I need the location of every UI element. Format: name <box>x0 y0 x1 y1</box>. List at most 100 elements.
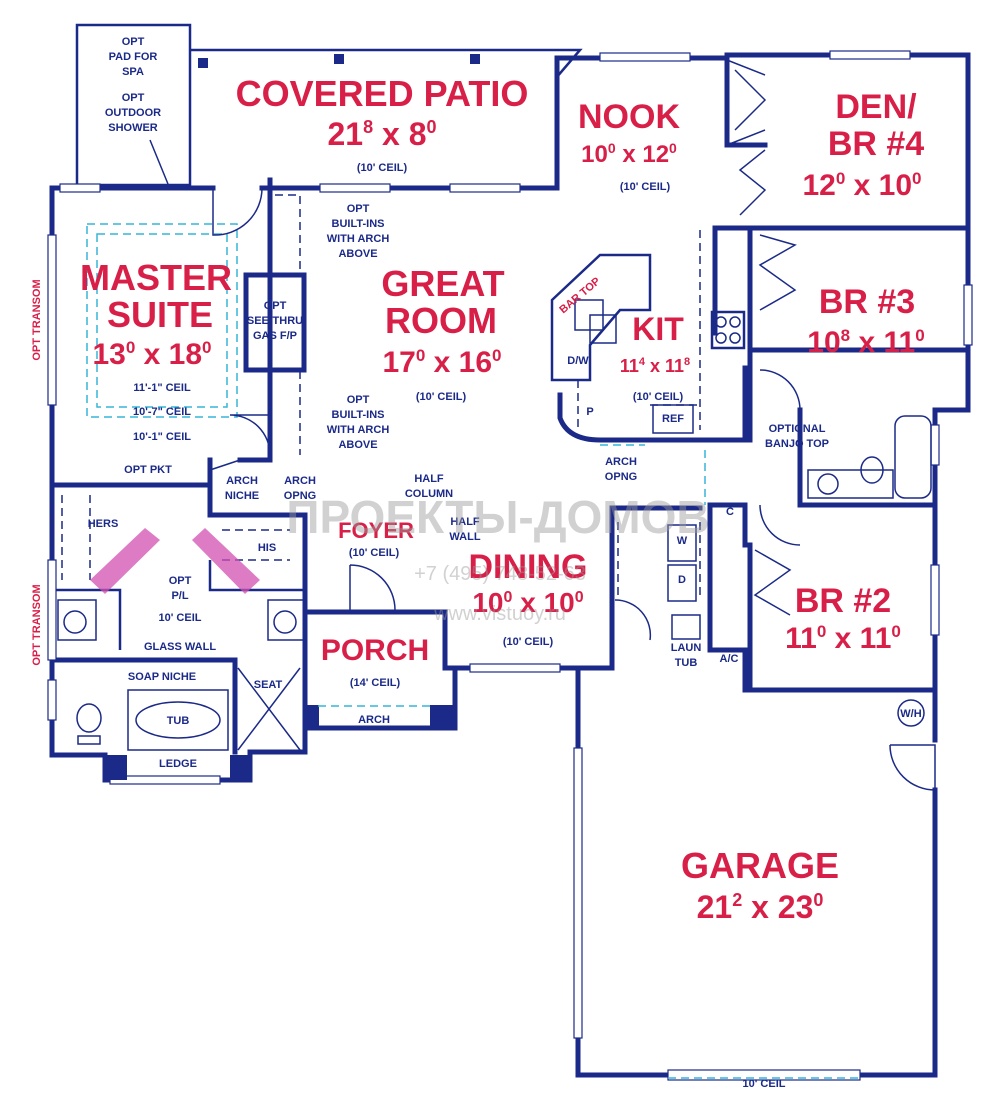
window <box>599 52 691 62</box>
master-ceil-line: 10'-7" CEIL <box>133 406 191 418</box>
nook-dims: 100 x 120 <box>581 140 677 168</box>
builtin-note: WITH ARCH <box>327 233 390 245</box>
bath-partitions <box>55 560 305 650</box>
den-title: DEN/ <box>835 88 917 126</box>
master-title-2: SUITE <box>107 294 213 335</box>
kitchen-dims: 114 x 118 <box>620 356 690 376</box>
pantry-label: P <box>586 406 593 418</box>
br2-dims: 110 x 110 <box>785 622 901 655</box>
garage-door <box>667 1069 861 1081</box>
arch-niche-note: NICHE <box>225 490 259 502</box>
dishwasher-label: D/W <box>567 355 589 367</box>
porch-title: PORCH <box>321 634 429 667</box>
window <box>829 50 911 60</box>
fireplace-note: OPT <box>264 300 287 312</box>
transom-note: OPT TRANSOM <box>31 279 43 360</box>
arch-opening-note: OPNG <box>284 490 316 502</box>
great-room-ceil: (10' CEIL) <box>416 391 467 403</box>
glass-wall-note: GLASS WALL <box>144 641 216 653</box>
window <box>469 663 561 673</box>
covered-patio-dims: 218 x 80 <box>328 116 437 152</box>
garage-dims: 212 x 230 <box>697 889 824 925</box>
foyer-ceil: (10' CEIL) <box>349 547 400 559</box>
bar-top-note: BAR TOP <box>557 275 602 316</box>
builtin-note: BUILT-INS <box>332 409 385 421</box>
br2-title: BR #2 <box>795 582 891 620</box>
master-title: MASTER <box>80 257 232 298</box>
nook-den-wall <box>724 55 768 148</box>
watermark-title: ПРОЕКТЫ-ДОМОВ <box>286 491 709 543</box>
watermark-phone: +7 (495) 748-52-63 <box>414 563 586 585</box>
watermark-url: www.vistuoy.ru <box>433 603 566 625</box>
closet-walls <box>49 482 308 518</box>
seat-note: SEAT <box>254 679 283 691</box>
kitchen-ceil: (10' CEIL) <box>633 391 684 403</box>
builtin-note: OPT <box>347 203 370 215</box>
builtin-note: ABOVE <box>338 248 377 260</box>
window <box>59 183 101 193</box>
foyer-title: FOYER <box>338 518 414 543</box>
hers-closet-label: HERS <box>88 518 119 530</box>
half-column-note: HALF <box>414 473 444 485</box>
window <box>963 284 973 346</box>
pocket-door-note: OPT PKT <box>124 464 172 476</box>
half-wall-note: HALF <box>450 516 480 528</box>
transom-note: OPT TRANSOM <box>31 584 43 665</box>
builtin-note: OPT <box>347 394 370 406</box>
ac-label: A/C <box>720 653 739 665</box>
window <box>449 183 521 193</box>
spa-note-line: PAD FOR <box>109 51 158 63</box>
shower-note-line: OUTDOOR <box>105 107 161 119</box>
laundry-tub-label: TUB <box>675 657 698 669</box>
banjo-note: BANJO TOP <box>765 438 829 450</box>
dryer-label: D <box>678 574 686 586</box>
arch-opening-note: OPNG <box>605 471 637 483</box>
fixtures <box>57 194 932 1079</box>
refrigerator-label: REF <box>662 413 684 425</box>
porch-ceil: (14' CEIL) <box>350 677 401 689</box>
great-room-title: GREAT <box>381 263 504 304</box>
window <box>930 564 940 636</box>
dining-dims: 100 x 100 <box>472 587 583 618</box>
laundry-wall <box>707 502 748 693</box>
arch-niche-note: ARCH <box>226 475 258 487</box>
den-dims: 120 x 100 <box>802 169 921 202</box>
nook-ceil: (10' CEIL) <box>620 181 671 193</box>
garage-ceil: 10' CEIL <box>743 1078 786 1090</box>
shower-note-line: OPT <box>122 92 145 104</box>
leader-line <box>149 139 169 185</box>
bath-ceil-note: 10' CEIL <box>159 612 202 624</box>
master-ceil-line: 11'-1" CEIL <box>133 382 191 394</box>
br3-walls <box>747 225 971 443</box>
opt-pl-note: P/L <box>171 590 188 602</box>
window <box>47 234 57 406</box>
master-ceil-line: 10'-1" CEIL <box>133 431 191 443</box>
ledge-label: LEDGE <box>159 758 197 770</box>
water-heater-label: W/H <box>900 708 921 720</box>
doors <box>209 59 936 791</box>
spa-pad-outline <box>75 23 192 187</box>
nook-title: NOOK <box>578 98 680 136</box>
banjo-note: OPTIONAL <box>769 423 826 435</box>
windows <box>47 50 973 1081</box>
builtin-note: WITH ARCH <box>327 424 390 436</box>
washer-label: W <box>677 535 688 547</box>
porch-north-wall <box>302 609 448 671</box>
shower-note-line: SHOWER <box>108 122 158 134</box>
his-closet-label: HIS <box>258 542 276 554</box>
fireplace-note: SEE-THRU <box>247 315 303 327</box>
covered-patio-ceil: (10' CEIL) <box>357 162 408 174</box>
fireplace-note: GAS F/P <box>253 330 297 342</box>
spa-note-line: OPT <box>122 36 145 48</box>
bath-east-walls <box>797 407 938 508</box>
opt-pl-note: OPT <box>169 575 192 587</box>
window <box>47 559 57 661</box>
kitchen-title: KIT <box>632 311 684 347</box>
window <box>930 424 940 466</box>
columns <box>105 54 480 780</box>
porch-arch-note: ARCH <box>358 714 390 726</box>
garage-title: GARAGE <box>681 845 839 886</box>
kitchen-island-wall <box>557 365 748 443</box>
tub-label: TUB <box>167 715 190 727</box>
